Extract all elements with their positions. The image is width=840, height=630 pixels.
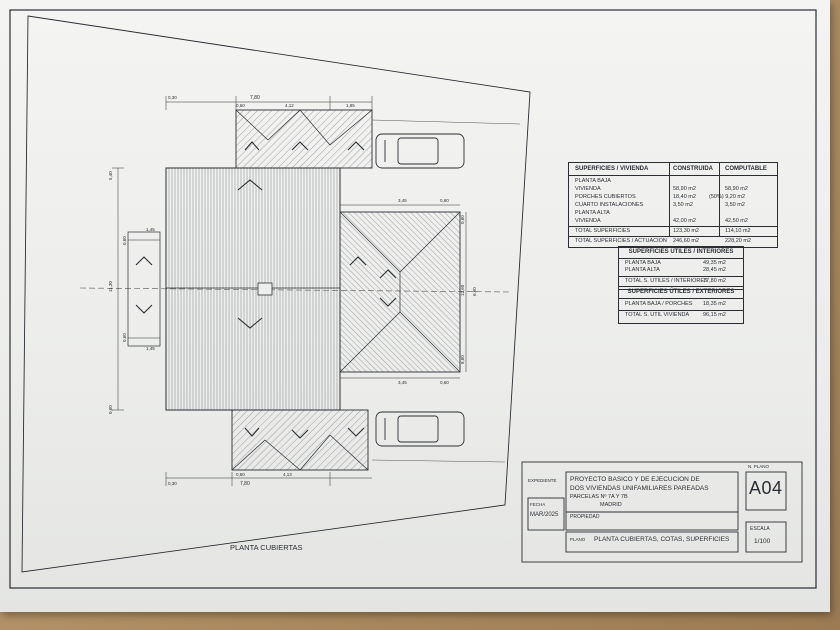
dim-top-4: 1,85 bbox=[346, 103, 355, 108]
dim-right-8: 8,60 bbox=[460, 355, 465, 364]
dim-right-3: 12,60 bbox=[460, 284, 465, 296]
dimension-lines bbox=[112, 96, 467, 486]
dim-bottom-4: 0,30 bbox=[168, 481, 177, 486]
dim-bottom-2: 0,60 bbox=[236, 472, 245, 477]
roof-porch-left bbox=[127, 231, 161, 347]
fecha-value: MAR/2025 bbox=[530, 512, 559, 518]
project-line-1: PROYECTO BASICO Y DE EJECUCION DE bbox=[570, 476, 700, 483]
dim-left-7: 0,60 bbox=[108, 405, 113, 414]
header-built: CONSTRUIDA bbox=[673, 166, 713, 172]
project-line-4: MADRID bbox=[600, 502, 622, 508]
dim-bottom-1: 7,80 bbox=[240, 481, 250, 487]
plano-label: PLANO bbox=[570, 537, 586, 542]
sheet-label: N. PLANO bbox=[748, 464, 770, 469]
expediente-label: EXPEDIENTE bbox=[528, 478, 557, 483]
dim-top-2: 0,60 bbox=[236, 103, 245, 108]
dim-right-1: 3,45 bbox=[398, 198, 407, 203]
dim-top-5: 0,30 bbox=[168, 95, 177, 100]
useful-interior-table: SUPERFICIES UTILES / INTERIORES PLANTA B… bbox=[618, 246, 744, 290]
dim-right-7: 0,60 bbox=[440, 380, 449, 385]
title-block-frame bbox=[521, 461, 803, 563]
scale-value: 1/100 bbox=[754, 538, 771, 545]
dim-top-3: 4,12 bbox=[285, 103, 294, 108]
dim-left-3: 1,45 bbox=[146, 227, 155, 232]
interior-table-header: SUPERFICIES UTILES / INTERIORES bbox=[628, 249, 734, 255]
plot-boundary bbox=[21, 15, 531, 573]
dim-right-4: 0,60 bbox=[460, 215, 465, 224]
header-label: SUPERFICIES / VIVIENDA bbox=[575, 166, 649, 172]
project-line-2: DOS VIVIENDAS UNIFAMILIARES PAREADAS bbox=[570, 485, 709, 492]
propiedad-label: PROPIEDAD bbox=[570, 514, 600, 520]
setback-line bbox=[371, 119, 521, 125]
slope-arrows bbox=[135, 141, 397, 439]
dim-top-1: 7,80 bbox=[250, 95, 260, 101]
sheet-number: A04 bbox=[749, 478, 783, 498]
dim-right-5: 6,60 bbox=[472, 287, 477, 296]
exterior-table-header: SUPERFICIES ÚTILES / EXTERIORES bbox=[627, 289, 735, 295]
scale-label: ESCALA bbox=[750, 526, 770, 532]
header-computable: COMPUTABLE bbox=[725, 166, 767, 172]
sheet-frame bbox=[9, 9, 817, 589]
chimney bbox=[257, 282, 273, 296]
dim-right-2: 0,60 bbox=[440, 198, 449, 203]
dim-left-4: 11,30 bbox=[108, 281, 113, 292]
car-bottom bbox=[375, 411, 465, 447]
roof-main-block bbox=[165, 167, 341, 411]
dim-left-2: 0,60 bbox=[122, 236, 127, 245]
useful-exterior-table: SUPERFICIES ÚTILES / EXTERIORES PLANTA B… bbox=[618, 286, 744, 324]
dim-left-1: 5,40 bbox=[108, 171, 113, 180]
plano-value: PLANTA CUBIERTAS, COTAS, SUPERFICIES bbox=[594, 536, 730, 543]
plan-caption: PLANTA CUBIERTAS bbox=[230, 543, 303, 552]
car-top bbox=[375, 133, 465, 169]
roof-top-wing bbox=[235, 109, 373, 169]
dim-left-5: 0,60 bbox=[122, 333, 127, 342]
dim-right-6: 3,45 bbox=[398, 380, 407, 385]
surfaces-table: SUPERFICIES / VIVIENDA CONSTRUIDA COMPUT… bbox=[568, 162, 778, 248]
setback-line bbox=[371, 459, 506, 463]
project-line-3: PARCELAS Nº 7A Y 7B bbox=[570, 494, 628, 500]
fecha-label: FECHA bbox=[530, 502, 546, 507]
roof-bottom-wing bbox=[231, 409, 369, 471]
dim-bottom-3: 4,13 bbox=[283, 472, 292, 477]
dim-left-6: 1,45 bbox=[146, 346, 155, 351]
